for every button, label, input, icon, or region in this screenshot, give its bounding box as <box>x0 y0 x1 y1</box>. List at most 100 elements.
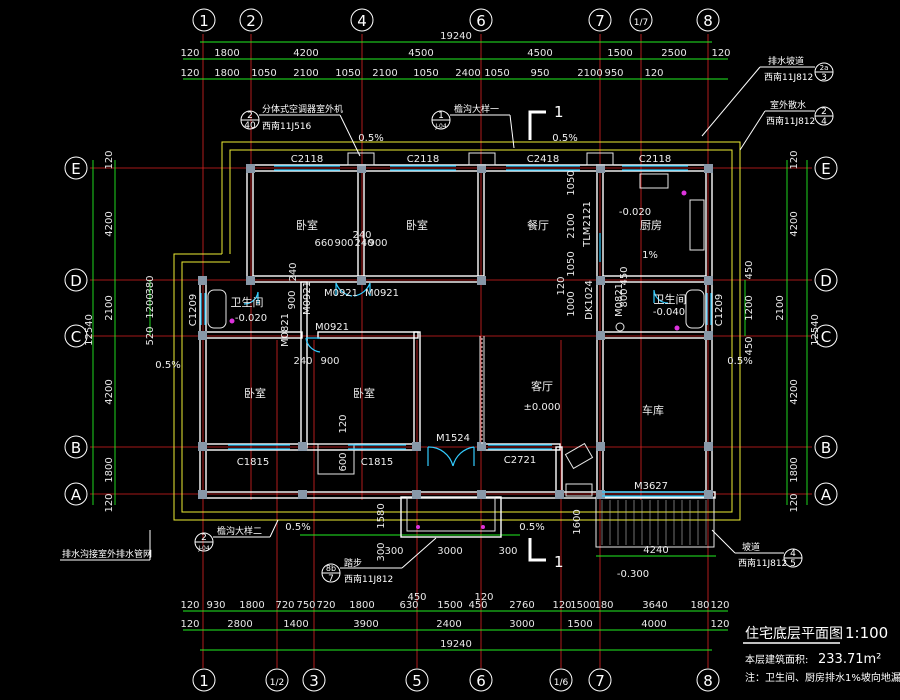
slope-label: 0.5% <box>727 356 752 367</box>
elevation-garage: -0.300 <box>617 569 649 580</box>
section-mark-bottom: 1 <box>554 553 564 571</box>
dim-right: 4200 <box>789 379 800 404</box>
dim-porch-v: 300 <box>376 542 387 561</box>
callout-ac-text: 分体式空调器室外机 <box>262 103 343 115</box>
dim-top1: 4500 <box>527 48 552 59</box>
axis-right-c: C <box>821 328 831 346</box>
elevation-living: ±0.000 <box>523 402 560 413</box>
opening-labels: C2118 C2118 C2418 C2118 C1209 C1209 C181… <box>188 154 725 492</box>
window-label: C2118 <box>407 154 439 165</box>
room-bedroom: 卧室 <box>406 218 428 232</box>
dim-right: 4200 <box>789 211 800 236</box>
dim-left: 4200 <box>104 211 115 236</box>
callout-ac-bot: 40 <box>244 121 256 131</box>
dim-porch: 300 <box>498 546 517 557</box>
callout-ac-top: 2 <box>247 111 253 121</box>
dim-450: 450 <box>619 266 630 285</box>
axis-right-e: E <box>821 160 830 178</box>
dim-top2: 1050 <box>413 68 438 79</box>
dim-900: 900 <box>368 238 387 249</box>
axis-bottom-8: 8 <box>703 672 713 690</box>
dim-top-total: 19240 <box>440 31 472 42</box>
room-bathroom: 卫生间 <box>654 292 687 306</box>
callout-apron-ref: 西南11J812 <box>766 115 815 127</box>
room-bedroom: 卧室 <box>244 386 266 400</box>
callout-steps-bot: 7 <box>328 574 334 584</box>
callout-ramp-ref: 西南11J812 <box>764 71 813 83</box>
callout-gutter1-bot: J-04 <box>434 123 447 130</box>
room-bedroom: 卧室 <box>296 218 318 232</box>
axis-top-4: 4 <box>357 12 367 30</box>
dim-bot2: 3000 <box>509 619 534 630</box>
dim-900: 900 <box>287 290 298 309</box>
door-label: M1524 <box>436 433 470 444</box>
dim-right-total: 12540 <box>810 314 821 346</box>
door-label: DK1024 <box>584 280 595 320</box>
right-dimensions: 120 4200 2100 4200 1800 120 12540 450 12… <box>744 150 821 512</box>
room-bathroom: 卫生间 <box>231 295 264 309</box>
dim-top2: 120 <box>180 68 199 79</box>
dim-top1: 1800 <box>214 48 239 59</box>
dim-1050: 1050 <box>566 251 577 276</box>
dim-top1: 4500 <box>408 48 433 59</box>
callout-gutter2-bot: J-04 <box>197 545 210 552</box>
axis-left-b: B <box>71 439 81 457</box>
axis-top-8: 8 <box>703 12 713 30</box>
slope-label: 0.5% <box>358 133 383 144</box>
dim-120: 120 <box>474 592 493 603</box>
dim-bot1: 630 <box>399 600 418 611</box>
window-label: C2721 <box>504 455 536 466</box>
axis-top-6: 6 <box>476 12 486 30</box>
dim-bot1: 180 <box>690 600 709 611</box>
axis-bottom-7: 7 <box>595 672 605 690</box>
dim-left-mid: 380 <box>145 275 156 294</box>
dim-bot1: 1500 <box>570 600 595 611</box>
dim-right-mid: 1200 <box>744 295 755 320</box>
fixtures <box>207 152 705 529</box>
window-label: C1209 <box>714 294 725 326</box>
dim-left: 2100 <box>104 295 115 320</box>
callout-apron-bot: 4 <box>821 117 827 127</box>
dim-bot1: 1500 <box>437 600 462 611</box>
dim-bot2: 4000 <box>641 619 666 630</box>
slope-label: 0.5% <box>519 522 544 533</box>
dim-left-mid: 1200 <box>145 293 156 318</box>
elevation-kitchen: -0.020 <box>619 207 651 218</box>
callout-gutter1-top: 1 <box>438 111 444 121</box>
dim-porch: 3000 <box>437 546 462 557</box>
callout-slope-top: 4 <box>790 549 796 559</box>
dim-top2: 2100 <box>577 68 602 79</box>
dim-900: 900 <box>334 238 353 249</box>
dim-240: 240 <box>352 230 371 241</box>
levels-and-slopes: -0.020 -0.020 -0.040 ±0.000 -0.300 0.5% … <box>155 133 752 580</box>
top-dimensions: 19240 120 1800 4200 4500 4500 1500 2500 … <box>180 31 730 79</box>
callout-steps-top: 8b <box>326 564 336 573</box>
axis-top-2: 2 <box>246 12 256 30</box>
dim-garage-width: 4240 <box>643 545 668 556</box>
axis-right-b: B <box>821 439 831 457</box>
dim-right-mid: 450 <box>744 260 755 279</box>
axis-left-c: C <box>71 328 81 346</box>
left-dimensions: 120 4200 2100 4200 1800 120 12540 520 12… <box>84 150 156 512</box>
callout-apron-text: 室外散水 <box>770 99 806 111</box>
dim-top1: 120 <box>180 48 199 59</box>
axis-bottom-1: 1 <box>199 672 209 690</box>
dim-450: 450 <box>407 592 426 603</box>
dim-top2: 2400 <box>455 68 480 79</box>
axis-left-a: A <box>71 486 82 504</box>
slope-label: 0.5% <box>552 133 577 144</box>
slope-label: 0.5% <box>155 360 180 371</box>
window-label: C2418 <box>527 154 559 165</box>
axis-labels: 1 2 4 6 7 1/7 8 1 1/2 3 5 6 1/6 7 8 E D … <box>70 12 832 690</box>
axis-bottom-5: 5 <box>412 672 422 690</box>
door-label: M0921 <box>302 281 313 315</box>
dim-660: 660 <box>314 238 333 249</box>
dim-left: 120 <box>104 493 115 512</box>
axis-right-d: D <box>820 272 832 290</box>
structural-columns <box>198 164 713 499</box>
title-block: 住宅底层平面图 1:100 本层建筑面积: 233.71m² 注：卫生间、厨房排… <box>743 624 900 684</box>
callout-ramp-text: 排水坡道 <box>768 55 804 67</box>
dim-right-mid: 450 <box>744 336 755 355</box>
axis-left-e: E <box>71 160 80 178</box>
dim-240: 240 <box>354 238 373 249</box>
